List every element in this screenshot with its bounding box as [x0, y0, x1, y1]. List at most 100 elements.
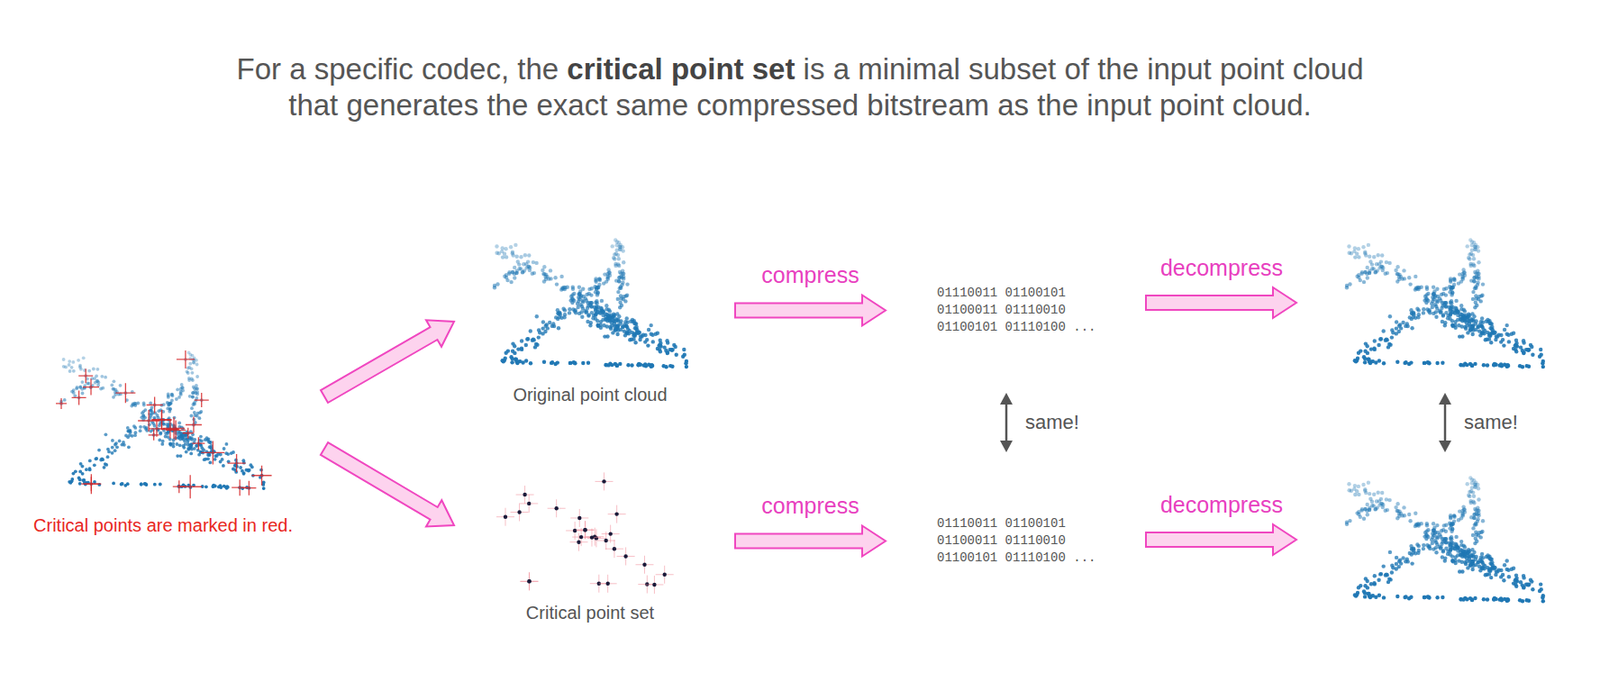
cloud-point [71, 360, 75, 364]
cloud-point [607, 270, 611, 274]
cloud-point [1481, 281, 1485, 286]
cloud-point [110, 445, 115, 450]
cloud-point [1409, 326, 1414, 330]
cloud-point [68, 369, 73, 373]
cloud-point [1361, 482, 1365, 487]
cloud-point [1473, 481, 1478, 485]
cloud-point [1469, 553, 1473, 557]
cloud-point [1358, 515, 1363, 519]
cloud-point [195, 363, 200, 367]
cloud-point [544, 324, 548, 328]
cloud-point [655, 331, 660, 336]
cloud-point [1493, 337, 1498, 342]
cloud-point [1397, 511, 1401, 516]
cloud-point [81, 472, 85, 476]
cloud-point [542, 360, 546, 364]
cloud-point [1458, 363, 1463, 367]
cloud-point [1440, 595, 1445, 600]
cloud-point [1463, 548, 1468, 553]
cloud-point [1515, 579, 1519, 583]
cloud-point [67, 480, 72, 484]
cloud-point [618, 362, 622, 366]
cloud-point [1356, 509, 1361, 514]
cloud-point [1448, 516, 1453, 520]
cloud-point [188, 394, 192, 399]
cloud-point [563, 308, 567, 312]
cloud-point [1470, 311, 1474, 316]
cloud-point [610, 244, 615, 248]
cloud-point [133, 433, 137, 437]
cloud-point [1473, 286, 1478, 291]
cloud-point [157, 423, 162, 428]
cloud-point [1426, 360, 1430, 364]
cloud-point [1379, 572, 1383, 576]
cloud-point [535, 314, 539, 319]
cloud-point [1385, 508, 1390, 512]
cloud-point [1474, 532, 1479, 537]
cloud-point [540, 268, 545, 273]
cloud-point [1507, 339, 1511, 344]
cloud-point [1459, 307, 1464, 311]
cloud-point [1410, 550, 1415, 555]
cloud-point [570, 292, 574, 297]
cloud-point [1540, 361, 1545, 365]
cloud-point [1384, 260, 1389, 264]
cloud-point [78, 385, 82, 390]
cloud-point [1374, 262, 1379, 266]
cloud-point [1368, 595, 1373, 600]
cloud-point [1416, 315, 1420, 319]
cloud-point [1476, 486, 1481, 491]
cloud-point [97, 381, 101, 385]
cloud-point [168, 442, 173, 446]
cloud-point [1380, 490, 1384, 495]
cloud-point [549, 361, 554, 365]
cloud-point [1445, 313, 1450, 318]
cloud-point [1363, 341, 1368, 346]
cloud-point [604, 307, 609, 311]
cloud-point [1444, 304, 1448, 309]
cloud-point [618, 296, 623, 300]
cloud-point [595, 290, 600, 294]
cloud-point [1384, 337, 1389, 342]
cloud-point [1500, 572, 1505, 577]
cloud-point [1458, 550, 1463, 555]
cloud-point [525, 336, 529, 341]
cloud-point [72, 388, 76, 392]
cloud-point [645, 337, 649, 342]
cloud-point [1457, 334, 1462, 338]
cloud-point [1456, 281, 1461, 285]
cloud-point [1459, 303, 1464, 308]
cloud-point [1529, 579, 1534, 583]
cloud-point [111, 481, 116, 486]
cloud-point [1434, 309, 1438, 314]
cloud-point [1462, 270, 1466, 274]
cloud-point [1526, 581, 1530, 586]
cloud-point [181, 386, 185, 391]
cloud-point [79, 462, 83, 466]
cloud-point [143, 416, 147, 420]
cloud-point [1372, 270, 1377, 274]
cloud-point [541, 319, 546, 324]
cloud-point [1417, 308, 1421, 312]
cloud-point [1501, 578, 1506, 582]
cloud-point [1469, 252, 1473, 256]
cloud-point [500, 245, 505, 250]
cloud-point [1471, 332, 1475, 337]
cloud-point [139, 482, 144, 487]
cloud-point [1353, 254, 1357, 259]
cloud-point [1440, 554, 1445, 559]
cloud-point [1363, 590, 1367, 595]
cloud-point [1507, 574, 1511, 579]
cloud-point [1520, 582, 1525, 587]
critical-cross [165, 419, 186, 440]
cloud-point [526, 336, 530, 341]
cloud-point [1491, 597, 1496, 601]
cloud-point [127, 433, 132, 437]
cloud-point [1473, 243, 1478, 247]
cloud-point [1368, 497, 1373, 501]
cloud-point [1402, 595, 1407, 600]
cloud-point [1367, 508, 1372, 512]
cloud-point [1381, 502, 1385, 507]
cloud-point [1421, 543, 1426, 547]
cloud-point [517, 266, 521, 271]
